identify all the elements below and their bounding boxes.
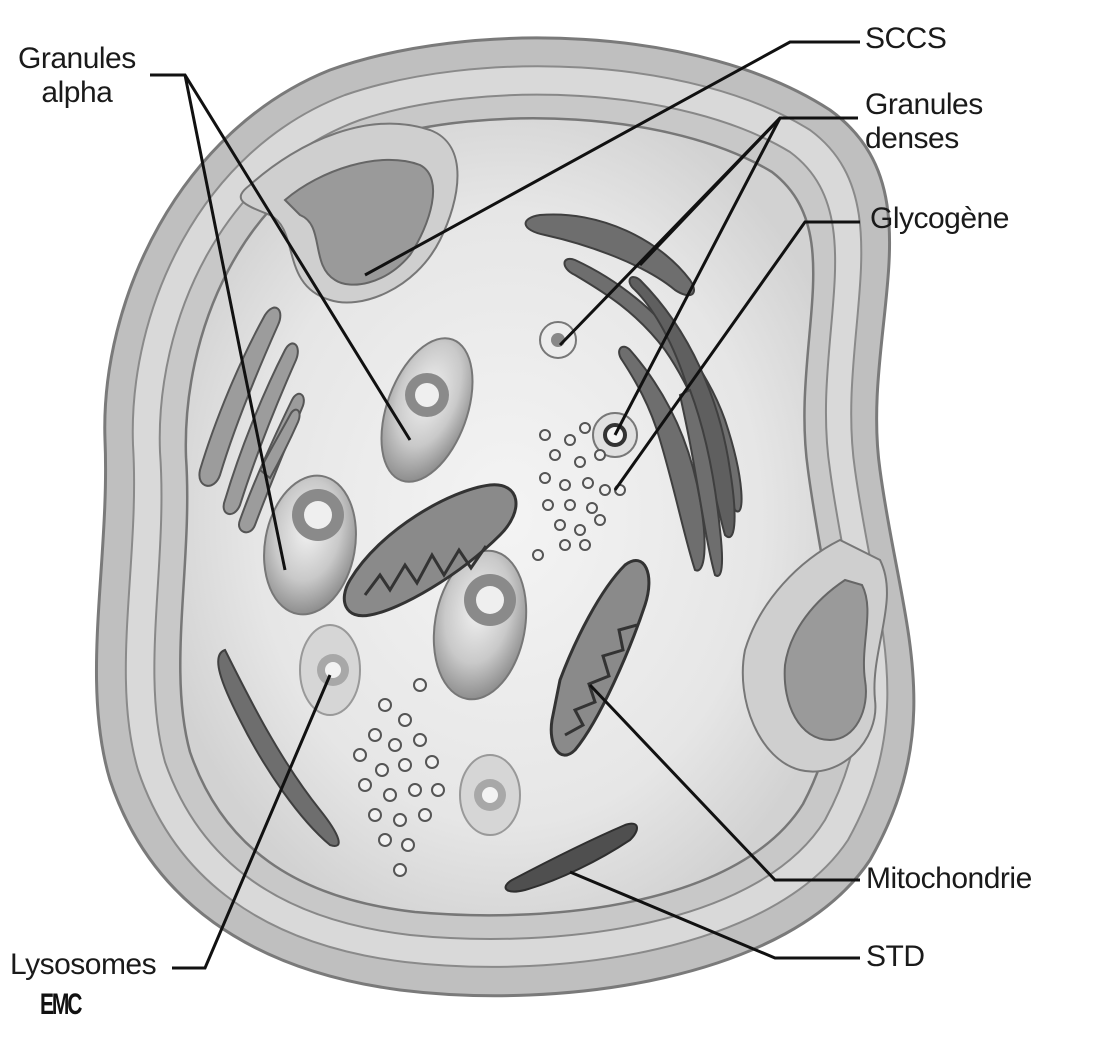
label-granules-alpha: Granules alpha: [18, 42, 136, 110]
label-glycogene: Glycogène: [870, 202, 1009, 236]
lysosome: [460, 755, 520, 835]
lysosome: [300, 625, 360, 715]
emc-logo: EMC: [40, 988, 80, 1022]
label-granules-alpha-line1: Granules: [18, 42, 136, 76]
label-std: STD: [866, 940, 925, 974]
label-granules-denses-line1: Granules: [865, 88, 983, 122]
label-granules-alpha-line2: alpha: [18, 76, 136, 110]
label-sccs: SCCS: [865, 22, 946, 56]
dense-granule: [540, 322, 576, 358]
label-mitochondrie: Mitochondrie: [866, 862, 1032, 896]
label-granules-denses-line2: denses: [865, 122, 983, 156]
label-lysosomes: Lysosomes: [10, 948, 156, 982]
label-granules-denses: Granules denses: [865, 88, 983, 156]
